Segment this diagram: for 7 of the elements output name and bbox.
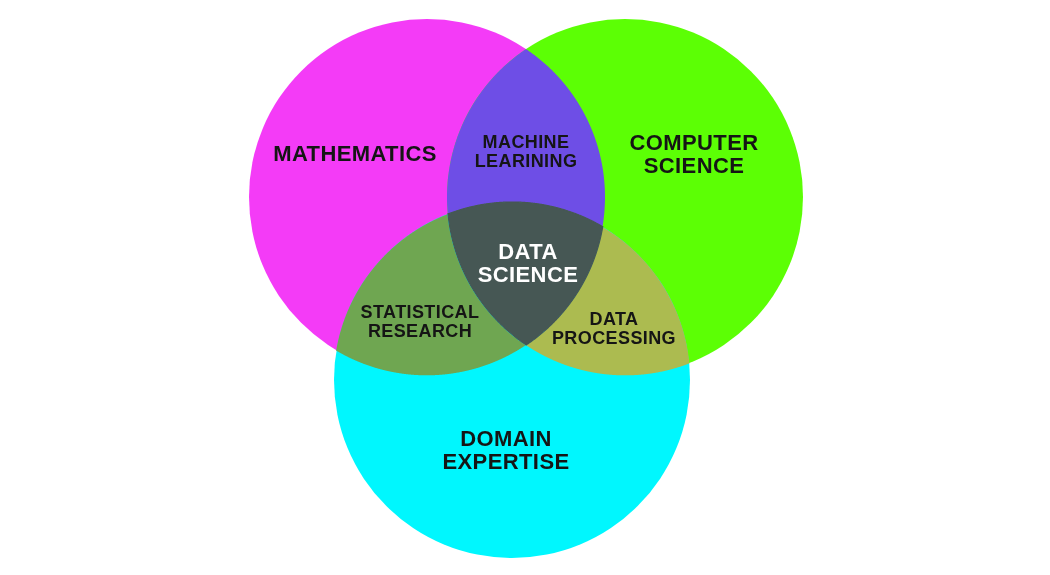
center-label: DATA SCIENCE bbox=[476, 239, 580, 287]
overlap-label: MACHINE LEARINING bbox=[473, 133, 579, 171]
set-label: DOMAIN EXPERTISE bbox=[441, 426, 571, 474]
overlap-label: DATA PROCESSING bbox=[550, 310, 677, 348]
overlap-label: STATISTICAL RESEARCH bbox=[359, 303, 481, 341]
set-label: COMPUTER SCIENCE bbox=[628, 130, 760, 178]
set-label: MATHEMATICS bbox=[273, 142, 437, 166]
